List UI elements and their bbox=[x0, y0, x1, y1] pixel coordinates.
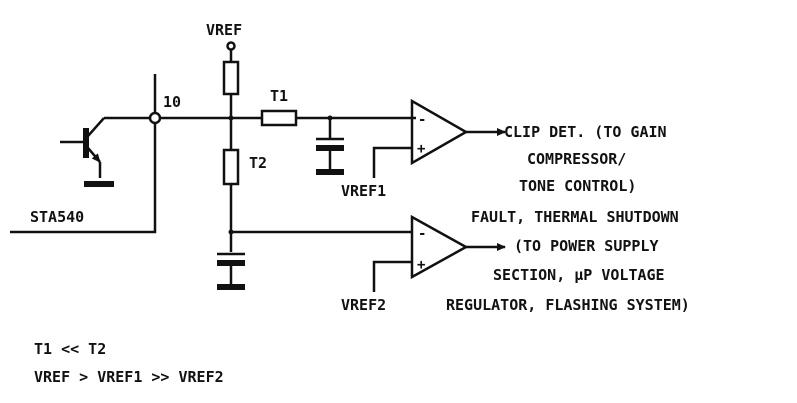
fault-line-4: REGULATOR, FLASHING SYSTEM) bbox=[446, 296, 690, 314]
label-t1: T1 bbox=[270, 87, 288, 105]
pin-10 bbox=[148, 111, 231, 125]
ic-outline bbox=[10, 74, 157, 234]
label-vref-top: VREF bbox=[206, 21, 242, 39]
transistor-symbol bbox=[60, 116, 150, 187]
note-vref-relation: VREF > VREF1 >> VREF2 bbox=[34, 368, 224, 386]
label-ic-sta540: STA540 bbox=[30, 208, 84, 226]
capacitor-1 bbox=[316, 118, 344, 175]
resistor-t2 bbox=[222, 148, 240, 186]
fault-line-3: SECTION, μP VOLTAGE bbox=[493, 266, 665, 284]
clip-line-2: COMPRESSOR/ bbox=[527, 150, 626, 168]
clip-line-3: TONE CONTROL) bbox=[519, 177, 636, 195]
vref2-wire bbox=[372, 260, 412, 292]
comparator1-plus: + bbox=[417, 141, 425, 157]
comparator1-minus: - bbox=[418, 112, 426, 128]
fault-output-text: FAULT, THERMAL SHUTDOWN (TO POWER SUPPLY… bbox=[446, 208, 690, 314]
resistor-t1 bbox=[260, 109, 298, 127]
vref1-wire bbox=[372, 146, 412, 178]
comparator-2: - + bbox=[410, 214, 506, 280]
label-t2: T2 bbox=[249, 154, 267, 172]
note-t1-t2: T1 << T2 bbox=[34, 340, 106, 358]
label-pin-10: 10 bbox=[163, 93, 181, 111]
capacitor-2 bbox=[217, 232, 245, 290]
vref-top-terminal bbox=[226, 41, 236, 62]
clip-output-text: CLIP DET. (TO GAIN COMPRESSOR/ TONE CONT… bbox=[504, 123, 667, 195]
fault-line-1: FAULT, THERMAL SHUTDOWN bbox=[471, 208, 679, 226]
resistor-top bbox=[222, 60, 240, 96]
label-vref2: VREF2 bbox=[341, 296, 386, 314]
comparator-1: - + bbox=[410, 98, 506, 166]
fault-line-2: (TO POWER SUPPLY bbox=[514, 237, 659, 255]
clip-line-1: CLIP DET. (TO GAIN bbox=[504, 123, 667, 141]
comparator2-plus: + bbox=[417, 257, 425, 273]
comparator2-minus: - bbox=[418, 226, 426, 242]
label-vref1: VREF1 bbox=[341, 182, 386, 200]
